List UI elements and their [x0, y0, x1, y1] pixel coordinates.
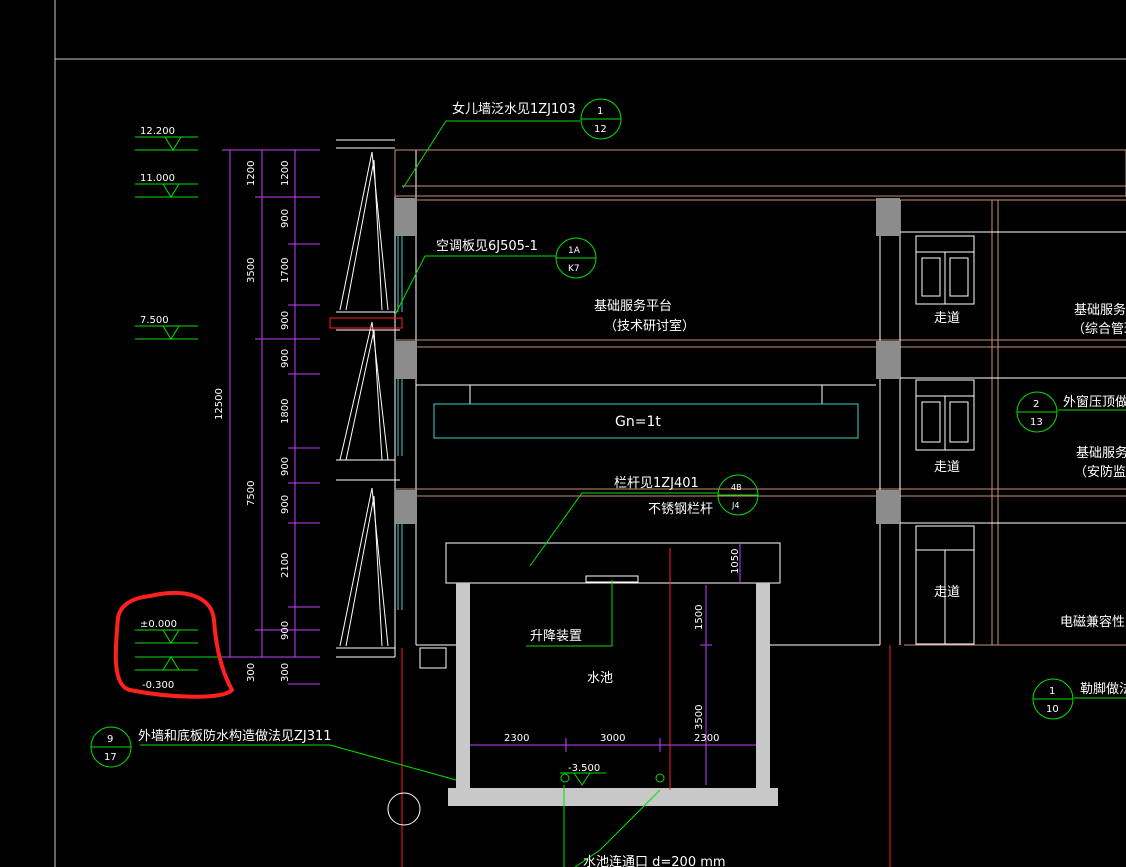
dim-mid-3500: 3500 — [246, 258, 257, 283]
dim-mid-1200: 1200 — [246, 161, 257, 186]
note-ac-board: 空调板见6J505-1 — [436, 239, 538, 254]
corridor-1: 走道 — [934, 311, 960, 326]
svg-text:1: 1 — [597, 106, 603, 117]
note-pool: 水池 — [587, 671, 613, 686]
window-note: 外窗压顶做法 — [1063, 394, 1126, 410]
svg-text:J4: J4 — [731, 501, 739, 510]
svg-text:10: 10 — [1046, 704, 1059, 715]
room2-sub: （综合管理 — [1072, 322, 1126, 337]
svg-text:13: 13 — [1030, 417, 1043, 428]
note-lift: 升降装置 — [530, 629, 582, 644]
callout-1-10[interactable]: 1 10 — [1032, 678, 1074, 720]
note-inlet: 水池连通口 d=200 mm — [583, 854, 726, 867]
dim-mid-300: 300 — [246, 663, 257, 682]
room3-sub: （安防监控 — [1074, 464, 1126, 480]
elevation-markers — [135, 136, 230, 671]
dimension-lines — [222, 149, 320, 685]
corridor-2: 走道 — [934, 460, 960, 475]
pool-w2: 3000 — [600, 733, 625, 744]
dim-in-900e: 900 — [280, 495, 291, 514]
pool-dims — [470, 543, 756, 785]
dim-in-900a: 900 — [280, 209, 291, 228]
crane-label: Gn=1t — [615, 414, 661, 430]
drawing-frame — [54, 0, 1126, 867]
svg-text:1A: 1A — [568, 246, 581, 256]
dim-in-1700: 1700 — [280, 258, 291, 283]
svg-text:K7: K7 — [568, 264, 580, 274]
dim-in-900f: 900 — [280, 621, 291, 640]
pool-dim-texts: 2300 3000 2300 1050 1500 3500 -3.500 — [504, 549, 741, 774]
svg-text:1: 1 — [1049, 686, 1055, 697]
room4-name: 电磁兼容性 — [1060, 614, 1125, 630]
room1-name: 基础服务平台 — [594, 298, 672, 314]
callout-9-17[interactable]: 9 17 — [90, 726, 132, 768]
elev-0000: ±0.000 — [140, 619, 177, 630]
columns — [395, 198, 900, 524]
dim-in-2100: 2100 — [280, 553, 291, 578]
pool-lift-h: 1050 — [730, 549, 741, 574]
svg-text:12: 12 — [594, 124, 607, 135]
dim-in-300: 300 — [280, 663, 291, 682]
white-structure — [416, 200, 1126, 669]
floor-slabs — [394, 149, 1126, 646]
elev-7500: 7.500 — [140, 315, 169, 326]
pool-bottom-elev: -3.500 — [568, 763, 600, 774]
note-railing-ref: 栏杆见1ZJ401 — [614, 476, 699, 491]
annotation-texts: 女儿墙泛水见1ZJ103 空调板见6J505-1 基础服务平台 （技术研讨室） … — [138, 101, 1126, 867]
ac-board — [329, 317, 403, 329]
dim-in-900c: 900 — [280, 349, 291, 368]
crane-beam — [433, 403, 859, 439]
note-parapet: 女儿墙泛水见1ZJ103 — [452, 101, 576, 117]
dim-total-12500: 12500 — [214, 388, 225, 420]
room2-name: 基础服务 — [1074, 302, 1126, 318]
red-axis-lines — [401, 548, 891, 867]
callout-1-12[interactable]: 1 12 — [580, 98, 622, 140]
callout-2-13[interactable]: 2 13 — [1016, 391, 1058, 433]
svg-text:4B: 4B — [731, 483, 742, 492]
dim-in-900b: 900 — [280, 311, 291, 330]
callout-4b-j4[interactable]: 4B J4 — [717, 474, 759, 516]
elev-12200: 12.200 — [140, 126, 175, 137]
leader-lines — [140, 120, 1126, 867]
elev-11000: 11.000 — [140, 173, 175, 184]
note-waterproof: 外墙和底板防水构造做法见ZJ311 — [138, 728, 332, 744]
svg-text:9: 9 — [107, 734, 113, 745]
dim-mid-7500: 7500 — [246, 481, 257, 506]
red-highlight-circle — [113, 591, 235, 699]
water-pool — [445, 542, 781, 806]
room3-name: 基础服务 — [1076, 445, 1126, 461]
dim-in-1800: 1800 — [280, 399, 291, 424]
elevation-labels: 12.200 11.000 7.500 ±0.000 -0.300 — [140, 126, 177, 691]
pool-w3: 2300 — [694, 733, 719, 744]
elev-minus-0300: -0.300 — [142, 680, 174, 691]
plinth-note: 勒脚做法 — [1080, 681, 1126, 697]
corridor-3: 走道 — [934, 585, 960, 600]
svg-text:17: 17 — [104, 752, 117, 763]
axis-bubble — [387, 792, 421, 826]
svg-text:2: 2 — [1033, 399, 1039, 410]
windows — [915, 235, 975, 645]
pool-w1: 2300 — [504, 733, 529, 744]
room1-sub: （技术研讨室） — [604, 318, 695, 334]
dim-in-1200: 1200 — [280, 161, 291, 186]
glazing-strip — [397, 235, 403, 610]
dimension-texts: 12500 1200 3500 7500 300 1200 900 1700 9… — [214, 161, 291, 682]
pool-depth: 3500 — [694, 705, 705, 730]
note-railing-mat: 不锈钢栏杆 — [648, 502, 713, 517]
dim-in-900d: 900 — [280, 457, 291, 476]
pool-bottom-mark — [560, 772, 665, 786]
callout-1a-k7[interactable]: 1A K7 — [555, 237, 597, 279]
pool-up-h: 1500 — [694, 605, 705, 630]
